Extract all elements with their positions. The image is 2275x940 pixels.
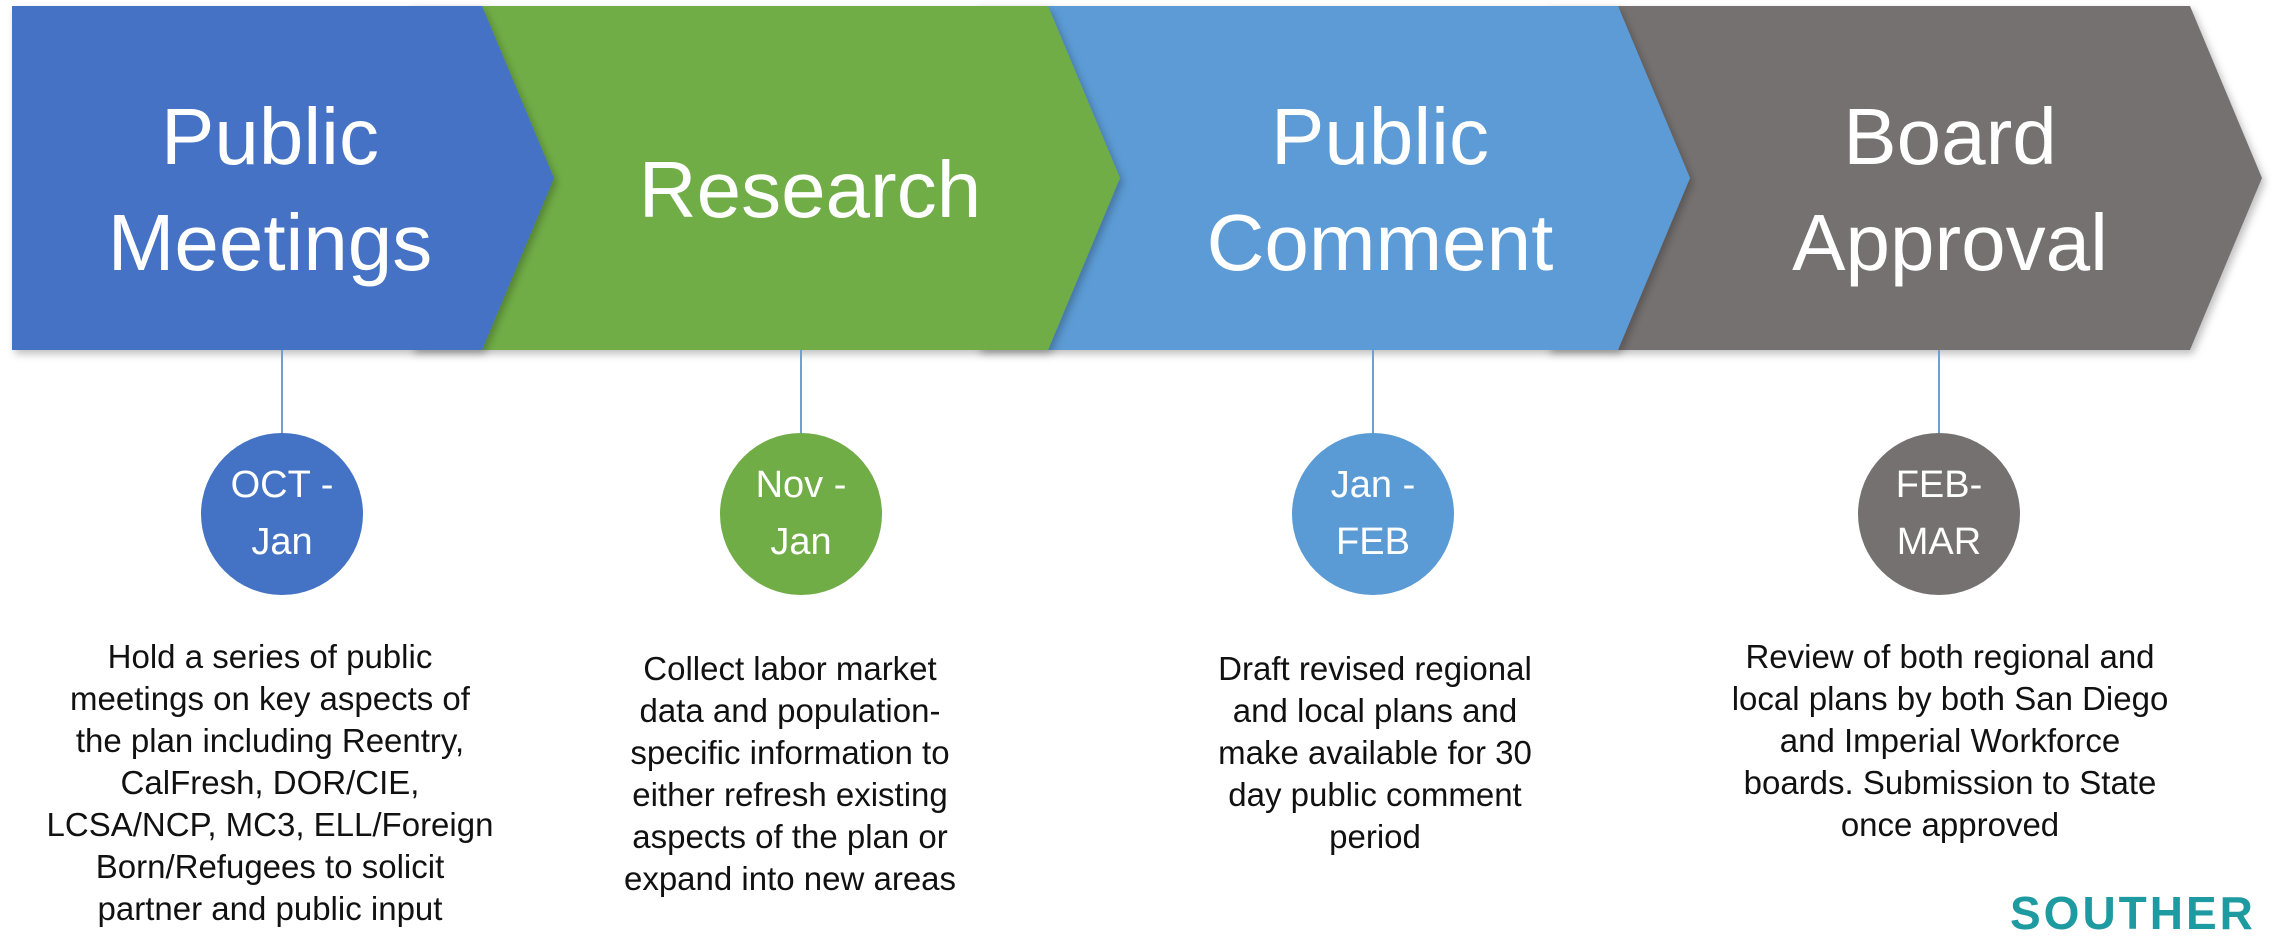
connector-line <box>800 350 802 460</box>
stage-description-board-approval: Review of both regional and local plans … <box>1731 638 2169 843</box>
stage-title-board-approval: Board Approval <box>1792 92 2108 287</box>
connector-line <box>1372 350 1374 460</box>
arrow-board-approval <box>1546 6 2262 350</box>
stage-title-public-comment: Public Comment <box>1206 92 1554 287</box>
date-circle-nov-jan: Nov - Jan <box>720 433 882 595</box>
date-circle-jan-feb: Jan - FEB <box>1292 433 1454 595</box>
connector-line <box>1938 350 1940 460</box>
stage-description-public-comment: Draft revised regional and local plans a… <box>1218 650 1532 855</box>
arrow-public-comment <box>976 6 1690 350</box>
stage-description-public-meetings: Hold a series of public meetings on key … <box>46 638 494 927</box>
stage-title-research: Research <box>638 145 982 234</box>
stage-title-public-meetings: Public Meetings <box>107 92 433 287</box>
date-circle-feb-mar: FEB- MAR <box>1858 433 2020 595</box>
arrow-research <box>410 6 1120 350</box>
connector-line <box>281 350 283 460</box>
arrow-public-meetings <box>12 6 554 350</box>
logo-text: SOUTHER <box>2010 887 2256 939</box>
date-circle-oct-jan: OCT - Jan <box>201 433 363 595</box>
stage-description-research: Collect labor market data and population… <box>623 650 957 897</box>
